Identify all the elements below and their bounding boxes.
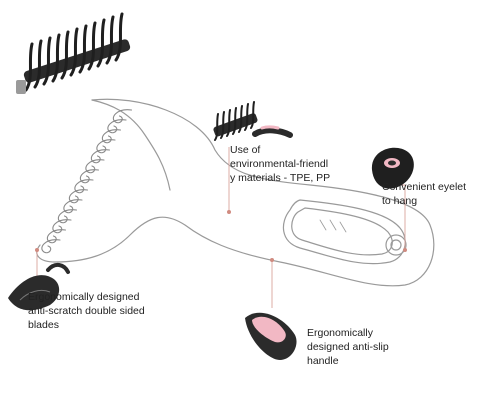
closeup-tooth: [69, 27, 79, 77]
materials-line-1: Use of: [230, 144, 261, 156]
closeup-tooth: [96, 18, 106, 68]
closeup-tooth: [51, 33, 61, 83]
mini-comb-tooth: [238, 105, 243, 133]
mini-comb-icon: [213, 101, 293, 141]
comb-tooth-sketch: [63, 199, 83, 214]
handle-line-3: handle: [307, 355, 339, 367]
blades-callout: Ergonomically designed anti-scratch doub…: [28, 290, 145, 332]
closeup-tooth: [87, 21, 97, 71]
eyelet-line-1: Convenient eyelet: [382, 181, 467, 193]
comb-tooth-sketch: [96, 139, 116, 154]
comb-tooth-sketch: [85, 159, 105, 174]
blades-line-3: blades: [28, 319, 59, 331]
closeup-tooth: [78, 24, 88, 74]
eyelet-line-2: to hang: [382, 195, 418, 207]
blades-line-2: anti-scratch double sided: [28, 305, 145, 317]
comb-tooth-sketch: [41, 239, 61, 254]
comb-head-closeup-icon: [16, 12, 131, 94]
handle-grip-icon: [245, 312, 297, 360]
materials-line-3: y materials - TPE, PP: [230, 172, 331, 184]
comb-tooth-sketch: [57, 209, 78, 224]
blades-line-1: Ergonomically designed: [28, 291, 140, 303]
hang-eyelet-icon: [371, 147, 414, 189]
eyelet-callout: Convenient eyelet to hang: [382, 180, 466, 208]
mini-comb-tooth: [244, 103, 249, 131]
handle-line-1: Ergonomically: [307, 327, 373, 339]
comb-tooth-sketch: [52, 219, 72, 234]
comb-tooth-sketch: [79, 169, 100, 184]
materials-line-2: environmental-friendl: [230, 158, 329, 170]
closeup-tooth: [114, 12, 124, 62]
blade-detail-icon: [8, 263, 70, 311]
closeup-tooth: [24, 42, 34, 92]
mini-comb-tooth: [250, 101, 255, 129]
mini-comb-tooth: [232, 107, 237, 135]
comb-tooth-sketch: [90, 149, 111, 164]
closeup-tooth: [105, 15, 115, 65]
handle-line-2: designed anti-slip: [307, 341, 389, 353]
comb-teeth-sketch: [41, 109, 133, 254]
closeup-tooth: [60, 30, 70, 80]
comb-tooth-sketch: [68, 189, 89, 204]
comb-tooth-sketch: [46, 229, 67, 244]
handle-callout: Ergonomically designed anti-slip handle: [307, 326, 389, 368]
mini-comb-tooth: [220, 111, 225, 139]
mini-comb-tooth: [214, 113, 219, 141]
materials-callout: Use of environmental-friendl y materials…: [230, 143, 330, 185]
comb-tooth-sketch: [112, 109, 133, 124]
closeup-tooth: [33, 39, 43, 89]
comb-sketch: [36, 98, 435, 287]
mini-comb-tooth: [226, 109, 231, 137]
comb-tooth-sketch: [74, 179, 94, 194]
leader-lines: [35, 147, 407, 308]
closeup-tooth: [42, 36, 52, 86]
comb-tooth-sketch: [107, 119, 127, 134]
comb-tooth-sketch: [101, 129, 122, 144]
